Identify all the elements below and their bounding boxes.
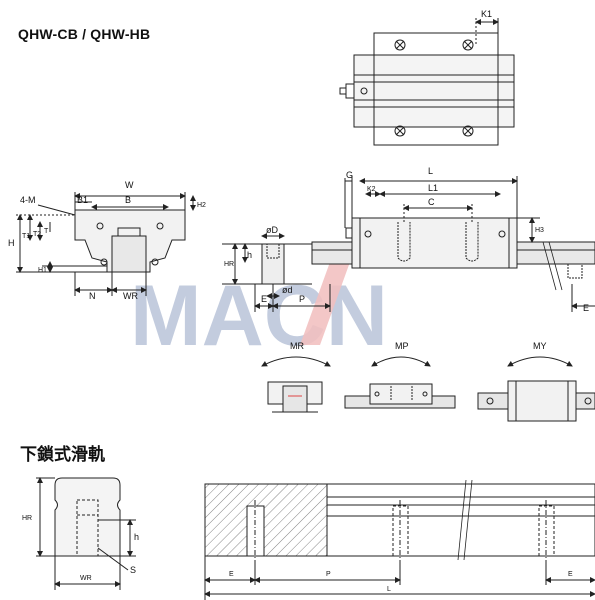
label-e-bottom-right: E bbox=[568, 571, 573, 578]
label-4m: 4-M bbox=[20, 195, 36, 205]
label-hr: HR bbox=[224, 261, 234, 268]
page-title: QHW-CB / QHW-HB bbox=[18, 26, 151, 42]
label-w: W bbox=[125, 180, 134, 190]
label-l-bottom: L bbox=[387, 586, 391, 593]
label-h: H bbox=[8, 238, 15, 248]
label-phi-d-large: øD bbox=[266, 225, 278, 235]
label-my: MY bbox=[533, 341, 547, 351]
label-t: T bbox=[44, 228, 49, 235]
label-h2: H2 bbox=[197, 202, 206, 209]
rail-side-detail bbox=[222, 233, 331, 312]
label-e-right: E bbox=[583, 303, 589, 313]
label-h1: H1 bbox=[38, 267, 47, 274]
label-b: B bbox=[125, 195, 131, 205]
label-c: C bbox=[428, 197, 435, 207]
label-n: N bbox=[89, 291, 96, 301]
label-h-small: h bbox=[247, 250, 252, 260]
moment-mp-diagram bbox=[344, 356, 456, 409]
label-t2: T2 bbox=[33, 231, 41, 238]
label-k1: K1 bbox=[481, 9, 492, 19]
label-e: E bbox=[261, 294, 267, 304]
label-k2: K2 bbox=[367, 186, 376, 193]
label-mr: MR bbox=[290, 341, 304, 351]
watermark-text: MACN bbox=[130, 268, 388, 364]
side-view-block-on-rail bbox=[311, 176, 595, 312]
moment-my-diagram bbox=[477, 356, 595, 422]
watermark-logo: MACN bbox=[130, 262, 388, 364]
rail-cross-section-bottom-lock bbox=[36, 477, 136, 590]
label-wr: WR bbox=[123, 291, 138, 301]
moment-mr-diagram bbox=[261, 356, 331, 413]
label-s: S bbox=[130, 565, 136, 575]
label-b1: B1 bbox=[77, 195, 88, 205]
label-e-bottom-left: E bbox=[229, 571, 234, 578]
label-h-bottom: h bbox=[134, 532, 139, 542]
label-p-bottom: P bbox=[326, 571, 331, 578]
section-title-bottom-lock-rail: 下鎖式滑軌 bbox=[20, 445, 105, 464]
top-view-block bbox=[339, 18, 515, 146]
label-l1: L1 bbox=[428, 183, 438, 193]
label-phi-d-small: ød bbox=[282, 285, 293, 295]
label-g: G bbox=[346, 170, 353, 180]
label-t1: T1 bbox=[22, 233, 30, 240]
label-l: L bbox=[428, 166, 433, 176]
label-wr-bottom: WR bbox=[80, 575, 92, 582]
rail-long-section bbox=[204, 479, 595, 600]
label-p: P bbox=[299, 294, 305, 304]
label-mp: MP bbox=[395, 341, 409, 351]
front-view-block bbox=[16, 192, 196, 296]
label-hr-bottom: HR bbox=[22, 515, 32, 522]
label-h3: H3 bbox=[535, 227, 544, 234]
